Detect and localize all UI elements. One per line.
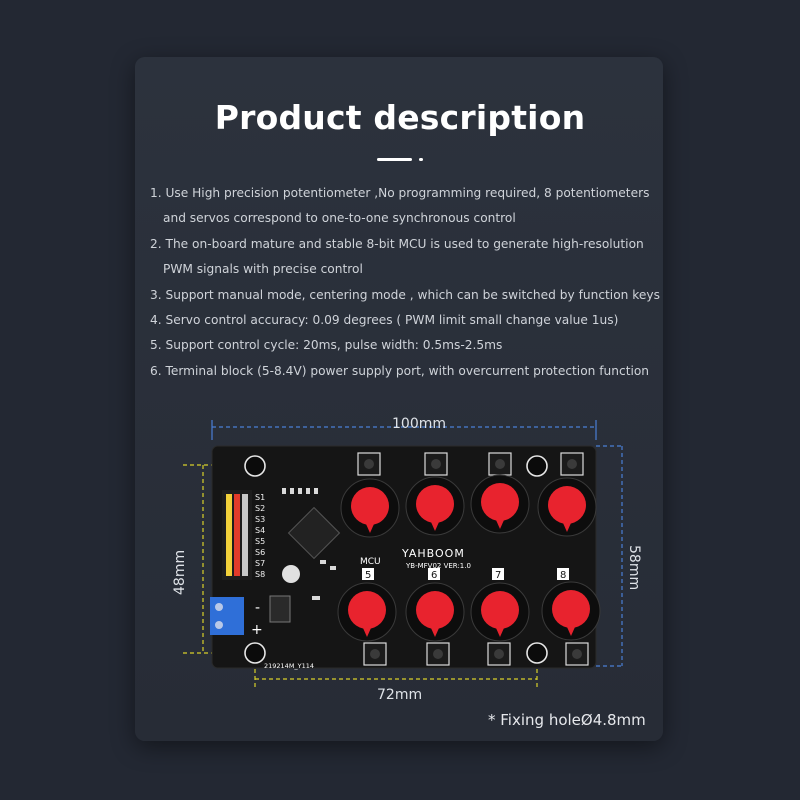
description-item-2-cont: PWM signals with precise control (163, 262, 363, 277)
description-item-6: 6. Terminal block (5-8.4V) power supply … (150, 363, 650, 378)
description-item-5: 5. Support control cycle: 20ms, pulse wi… (150, 338, 503, 353)
channel-label-s2: S2 (255, 504, 265, 513)
knob-6 (405, 582, 465, 642)
button-centers (364, 459, 582, 659)
channel-label-s5: S5 (255, 537, 265, 546)
serial-label: 219214M_Y114 (264, 662, 314, 670)
knob-4 (537, 477, 597, 537)
channel-label-s8: S8 (255, 570, 265, 579)
description-list: 1. Use High precision potentiometer ,No … (150, 181, 660, 384)
knob-number-tags: 5 6 7 8 (362, 568, 569, 581)
polarity-minus: - (255, 600, 260, 616)
description-item-1: 1. Use High precision potentiometer ,No … (150, 186, 650, 200)
servo-headers (222, 490, 252, 580)
right-height-dimension-label: 58mm (626, 545, 642, 591)
description-item-1-cont: and servos correspond to one-to-one sync… (163, 211, 516, 226)
mounting-holes (244, 455, 548, 664)
regulator (269, 595, 291, 623)
knob-3 (470, 474, 530, 534)
knob-5 (337, 582, 397, 642)
title-divider-dot (419, 158, 423, 161)
channel-labels: S1 S2 S3 S4 S5 S6 S7 S8 (255, 493, 265, 579)
buzzer (282, 565, 300, 583)
channel-label-s7: S7 (255, 559, 265, 568)
tactile-buttons (357, 452, 589, 666)
description-item-2: 2. The on-board mature and stable 8-bit … (150, 236, 644, 251)
channel-label-s3: S3 (255, 515, 265, 524)
channel-label-s4: S4 (255, 526, 265, 535)
title-divider (377, 158, 412, 161)
description-item-3: 3. Support manual mode, centering mode ,… (150, 287, 660, 302)
brand-label: YAHBOOM (401, 547, 465, 560)
knob-7 (470, 582, 530, 642)
terminal-block (210, 597, 244, 635)
knob-number-6: 6 (431, 570, 437, 581)
channel-label-s1: S1 (255, 493, 265, 502)
polarity-plus: + (251, 622, 263, 638)
smd-components (282, 488, 336, 600)
knob-number-7: 7 (495, 570, 501, 581)
fixing-hole-note: * Fixing holeØ4.8mm (488, 711, 646, 729)
mcu-label: MCU (360, 557, 381, 567)
channel-label-s6: S6 (255, 548, 265, 557)
knob-2 (405, 476, 465, 536)
knob-1 (340, 478, 400, 538)
page-title: Product description (214, 98, 586, 137)
model-label: YB-MFV02 VER:1.0 (405, 562, 471, 570)
dimension-lines (183, 420, 624, 690)
knob-number-5: 5 (365, 570, 371, 581)
left-height-dimension-label: 48mm (172, 549, 188, 595)
description-item-4: 4. Servo control accuracy: 0.09 degrees … (150, 313, 619, 328)
hole-spacing-dimension-label: 72mm (377, 687, 423, 703)
knob-number-8: 8 (560, 570, 566, 581)
potentiometer-knobs (337, 474, 601, 642)
mcu-chip (287, 506, 341, 560)
width-dimension-label: 100mm (392, 416, 446, 432)
knob-8 (541, 581, 601, 641)
